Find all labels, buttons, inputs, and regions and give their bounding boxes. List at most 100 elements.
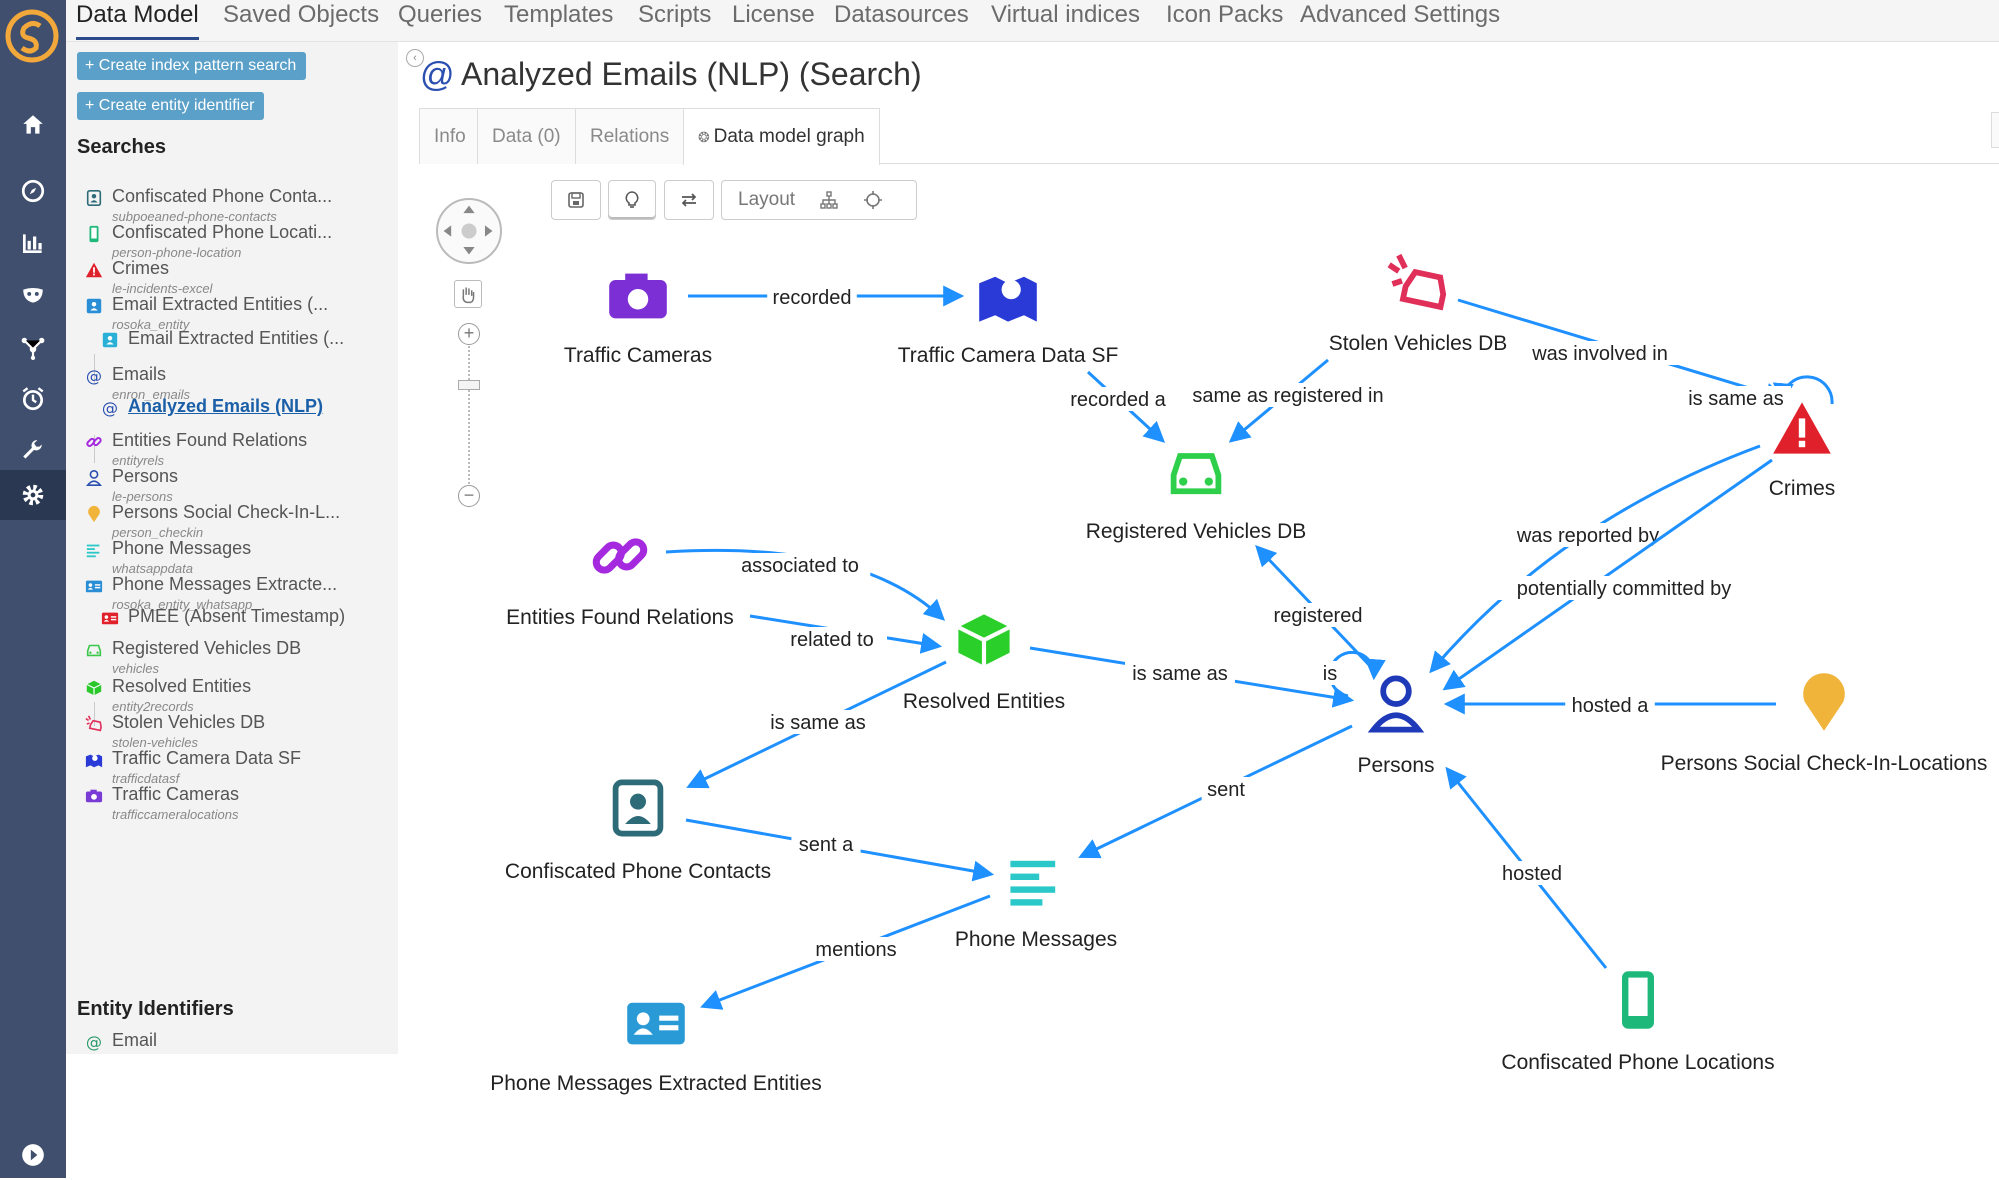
search-item-label: Email Extracted Entities (... (112, 294, 329, 314)
crash-icon (1387, 253, 1447, 311)
tab-data[interactable]: Data (0) (477, 108, 576, 164)
hierarchy-icon (820, 191, 838, 209)
lines-icon (84, 540, 104, 560)
search-item-label: Traffic Camera Data SF (112, 748, 302, 768)
graph-node-persons-checkin[interactable]: Persons Social Check-In-Locations (1661, 673, 1988, 775)
camera-icon (609, 273, 667, 319)
tab-info[interactable]: Info (419, 108, 481, 164)
graph-node-confiscated-contacts[interactable]: Confiscated Phone Contacts (505, 779, 771, 883)
graph-node-registered-vehicles[interactable]: Registered Vehicles DB (1086, 453, 1307, 543)
nav-tab-virtual-indices[interactable]: Virtual indices (991, 1, 1140, 28)
search-item-index: person_checkin (112, 525, 204, 540)
hint-button[interactable] (608, 180, 656, 220)
zoom-in-button[interactable]: + (458, 323, 480, 345)
nav-tab-datasources[interactable]: Datasources (834, 1, 969, 28)
graph-node-stolen-vehicles[interactable]: Stolen Vehicles DB (1329, 253, 1508, 355)
tab-relations[interactable]: Relations (575, 108, 685, 164)
create-entity-identifier-button[interactable]: + Create entity identifier (77, 92, 265, 120)
nav-tab-saved-objects[interactable]: Saved Objects (223, 1, 380, 28)
graph-node-persons[interactable]: Persons (1357, 675, 1435, 777)
graph-edge[interactable] (1328, 650, 1386, 698)
edge-label-bg (1519, 341, 1681, 365)
pan-control[interactable] (436, 198, 502, 264)
pin-icon (1803, 673, 1845, 731)
graph-node-label: Persons (1357, 754, 1434, 777)
graph-node-label: Registered Vehicles DB (1086, 520, 1307, 543)
create-index-pattern-button[interactable]: + Create index pattern search (77, 52, 307, 80)
graph-node-pmee[interactable]: Phone Messages Extracted Entities (490, 1002, 822, 1095)
edge-label: was reported by (1516, 525, 1659, 547)
alarm-icon[interactable] (0, 374, 66, 424)
edge-label: was involved in (1531, 343, 1668, 365)
search-item-index: rosoka_entity_whatsapp (112, 597, 253, 612)
edge-label-bg (763, 710, 873, 734)
home-icon[interactable] (0, 100, 66, 150)
phone-icon (84, 224, 104, 244)
compass-icon[interactable] (0, 166, 66, 216)
hand-tool-icon[interactable] (454, 280, 482, 308)
zoom-slider-handle[interactable] (458, 380, 480, 390)
searches-title: Searches (77, 136, 166, 158)
search-item-index: le-incidents-excel (112, 281, 213, 296)
edge-label: registered (1274, 605, 1363, 627)
card-icon (100, 608, 120, 628)
layout-group[interactable]: Layout (721, 180, 917, 220)
search-item-index: rosoka_entity (112, 317, 190, 332)
search-item-index: trafficcameralocations (112, 807, 239, 822)
graph-node-entities-found-relations[interactable]: Entities Found Relations (506, 538, 734, 629)
graph-node-traffic-camera-data[interactable]: Traffic Camera Data SF (898, 276, 1119, 367)
person-icon (1367, 675, 1425, 733)
at-icon: @ (100, 398, 120, 418)
tab-data-model-graph[interactable]: ❂ Data model graph (683, 108, 880, 165)
camera-icon (84, 786, 104, 806)
edge-label: sent a (799, 834, 854, 856)
zoom-out-button[interactable]: − (458, 485, 480, 507)
graph-node-resolved-entities[interactable]: Resolved Entities (903, 614, 1065, 713)
link-icon (84, 432, 104, 452)
nav-tab-advanced-settings[interactable]: Advanced Settings (1300, 1, 1501, 28)
save-layout-button[interactable] (551, 180, 601, 220)
nav-tab-templates[interactable]: Templates (504, 1, 614, 28)
search-item-label: Confiscated Phone Conta... (112, 186, 333, 206)
edge-label-bg (791, 832, 861, 856)
left-rail (0, 0, 66, 1178)
nav-tab-data-model[interactable]: Data Model (76, 0, 199, 40)
graph-node-traffic-cameras[interactable]: Traffic Cameras (564, 273, 712, 367)
edge-label: is same as (1688, 388, 1784, 410)
nav-tab-queries[interactable]: Queries (398, 1, 483, 28)
id-icon (84, 296, 104, 316)
graph-node-confiscated-locations[interactable]: Confiscated Phone Locations (1501, 971, 1775, 1074)
search-item-label: Email Extracted Entities (... (128, 328, 345, 348)
link-icon (592, 538, 648, 574)
graph-edge[interactable] (1442, 458, 1773, 691)
edge-label-bg (1263, 603, 1373, 627)
mask-icon[interactable] (0, 270, 66, 320)
wrench-icon[interactable] (0, 426, 66, 476)
app-logo-icon[interactable] (2, 6, 62, 66)
zoom-track[interactable] (468, 334, 470, 496)
edge-label: is same as (770, 712, 866, 734)
warning-icon (1773, 402, 1831, 454)
play-icon[interactable] (0, 1130, 66, 1180)
graph-node-label: Traffic Camera Data SF (898, 344, 1119, 367)
nav-tab-icon-packs[interactable]: Icon Packs (1166, 1, 1284, 28)
phone-icon (1622, 971, 1654, 1029)
gear-icon[interactable] (0, 470, 66, 520)
edge-label-bg (1315, 661, 1345, 685)
graph-node-crimes[interactable]: Crimes (1769, 402, 1836, 500)
nav-tab-license[interactable]: License (732, 1, 815, 28)
search-item-label: Registered Vehicles DB (112, 638, 302, 658)
right-panel-tab[interactable] (1991, 112, 1999, 148)
car-icon (1170, 453, 1222, 495)
chart-icon[interactable] (0, 218, 66, 268)
graph-node-label: Confiscated Phone Contacts (505, 860, 771, 883)
collapse-sidebar-icon[interactable]: ‹ (406, 49, 424, 67)
nav-tab-scripts[interactable]: Scripts (638, 1, 712, 28)
search-item-index: le-persons (112, 489, 173, 504)
graph-node-phone-messages[interactable]: Phone Messages (955, 860, 1117, 951)
graph-icon[interactable] (0, 322, 66, 372)
graph-edge[interactable] (1429, 444, 1761, 674)
search-item-index: vehicles (112, 661, 159, 676)
swap-button[interactable] (664, 180, 714, 220)
graph-tab-icon: ❂ (698, 129, 714, 145)
